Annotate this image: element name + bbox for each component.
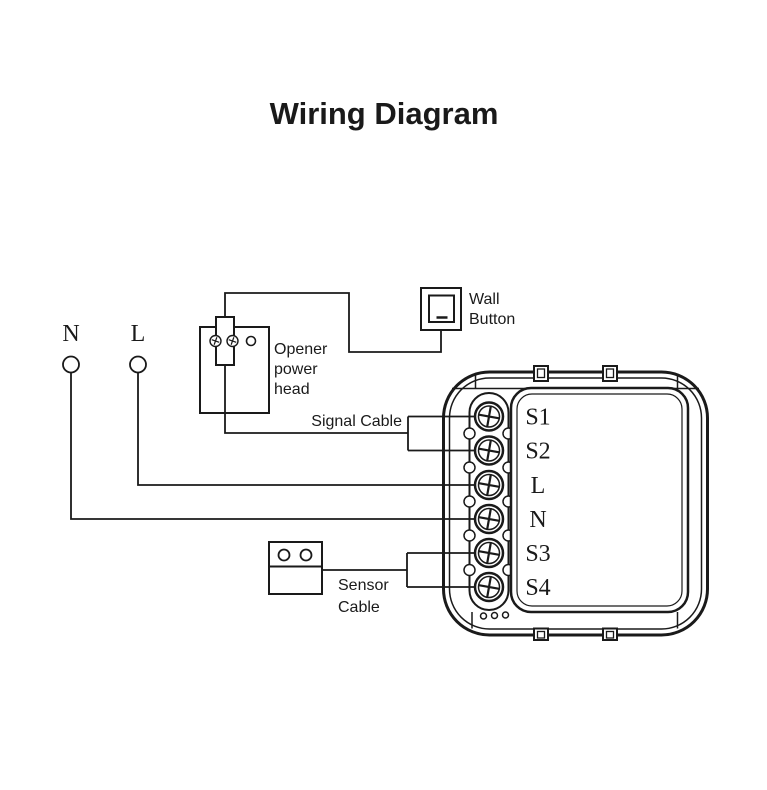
module-terminal-label-s4: S4 <box>525 575 550 601</box>
strip-notch <box>463 427 476 440</box>
module-clip-tab-top-right <box>602 365 618 382</box>
screw-terminal-s4 <box>473 571 505 603</box>
module-clip-tab-bottom-right <box>602 627 618 641</box>
module-terminal-label-s1: S1 <box>525 405 550 431</box>
screw-inner <box>477 575 501 599</box>
strip-notch <box>463 529 476 542</box>
screw-cross-icon <box>477 405 501 428</box>
tab-inner <box>605 630 615 639</box>
screw-cross-icon <box>477 575 501 599</box>
screw-terminal-n <box>473 503 505 535</box>
wall-button-label-line1: Wall <box>469 291 500 308</box>
sensor-hole <box>277 548 291 562</box>
wire-neutral <box>70 372 484 520</box>
strip-notch <box>463 495 476 508</box>
dot <box>490 611 499 620</box>
module-terminal-label-s2: S2 <box>525 439 550 465</box>
module-clip-tab-top-left <box>533 365 549 382</box>
dot <box>501 611 510 619</box>
opener-socket-hole <box>245 335 257 347</box>
module-face-panel <box>509 386 690 614</box>
module-terminal-label-n: N <box>529 507 546 533</box>
module-clip-tab-bottom-left <box>533 627 549 641</box>
wire-live <box>137 372 484 486</box>
sensor-cable-label-line2: Cable <box>338 599 380 616</box>
sensor-box <box>268 541 323 595</box>
wall-button-label-line2: Button <box>469 311 515 328</box>
tab-inner <box>536 630 546 639</box>
strip-notch <box>463 461 476 474</box>
screw-terminal-l <box>473 469 505 501</box>
wire-opener-to-wall-button <box>224 292 442 353</box>
opener-power-head <box>199 316 270 414</box>
terminal-circle-live <box>129 355 147 374</box>
wire-opener-signal-feed <box>224 365 408 434</box>
opener-socket-screw-1 <box>209 334 222 348</box>
terminal-label-neutral: N <box>62 321 79 347</box>
module-terminal-label-l: L <box>531 473 546 499</box>
screw-terminal-s3 <box>473 537 505 569</box>
module-screw-terminals <box>473 401 505 603</box>
opener-socket-screw-2 <box>226 334 239 348</box>
screw-inner <box>477 541 501 565</box>
terminal-circle-neutral <box>62 355 80 374</box>
screw-cross-icon <box>211 337 220 345</box>
screw-cross-icon <box>477 439 501 462</box>
module-top-rim-ends <box>474 373 679 389</box>
screw-inner <box>477 439 501 462</box>
module-indicator-dots <box>479 611 510 620</box>
wall-button-inner <box>428 294 455 323</box>
wall-button-icon <box>420 287 462 331</box>
screw-cross-icon <box>228 337 237 345</box>
terminal-label-live: L <box>131 321 146 347</box>
tab-inner <box>536 368 546 379</box>
tab-inner <box>605 368 615 379</box>
screw-terminal-s1 <box>473 401 505 432</box>
tab-outer <box>533 627 549 641</box>
sensor-cable-bracket <box>406 552 484 588</box>
opener-label-line2: power <box>274 361 318 378</box>
tab-outer <box>602 365 618 382</box>
screw-inner <box>477 507 501 531</box>
module-inner-shell <box>448 377 703 630</box>
screw-inner <box>477 405 501 428</box>
screw-cross-icon <box>477 541 501 565</box>
opener-label-line1: Opener <box>274 341 328 358</box>
sensor-icon <box>268 541 323 595</box>
module-terminal-label-s3: S3 <box>525 541 550 567</box>
tab-outer <box>533 365 549 382</box>
module-bottom-rim-ends <box>471 612 679 629</box>
screw-cross-icon <box>477 507 501 531</box>
tab-outer <box>602 627 618 641</box>
screw-cross-icon <box>477 473 501 497</box>
opener-label-line3: head <box>274 381 310 398</box>
module-face-panel-inner <box>516 393 683 607</box>
page-title: Wiring Diagram <box>270 96 499 131</box>
dot <box>479 612 488 620</box>
screw-inner <box>477 473 501 497</box>
sensor-cable-label-line1: Sensor <box>338 577 389 594</box>
strip-notch <box>463 563 476 577</box>
signal-cable-label: Signal Cable <box>311 413 402 430</box>
sensor-hole <box>299 548 313 562</box>
signal-cable-bracket <box>407 415 484 452</box>
screw-terminal-s2 <box>473 435 505 466</box>
